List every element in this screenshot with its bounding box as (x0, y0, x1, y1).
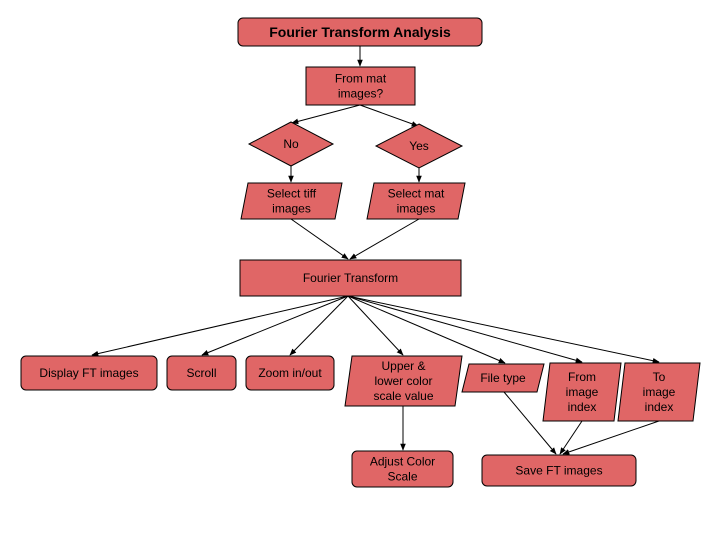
node-shape (240, 182, 343, 220)
node-label: index (568, 400, 597, 414)
node-label: Select tiff (267, 187, 317, 201)
node-no: No (247, 121, 335, 167)
edge-file_type-to-save (503, 391, 557, 455)
node-label: Yes (409, 139, 429, 153)
edges (91, 46, 660, 455)
node-save: Save FT images (481, 454, 637, 487)
node-shape (366, 182, 466, 220)
node-label: No (283, 137, 299, 151)
node-label: From (568, 370, 596, 384)
node-label: Select mat (388, 187, 445, 201)
node-shape (481, 454, 637, 487)
edge-ft-to-color_scale (347, 295, 404, 356)
node-label: Fourier Transform Analysis (269, 24, 451, 40)
node-title: Fourier Transform Analysis (237, 17, 483, 47)
node-label: Display FT images (39, 366, 138, 380)
edge-ft-to-from_index (347, 295, 583, 363)
edge-ft-to-file_type (347, 295, 506, 364)
edge-ft-to-display (91, 295, 349, 357)
node-label: image (643, 385, 676, 399)
edge-sel_mat-to-ft (349, 218, 420, 260)
node-label: Adjust Color (370, 455, 435, 469)
node-shape (542, 362, 622, 422)
node-label: Scale (387, 470, 417, 484)
node-scroll: Scroll (166, 355, 237, 391)
node-label: index (645, 400, 674, 414)
node-label: image (566, 385, 599, 399)
node-label: scale value (373, 389, 433, 403)
edge-ft-to-scroll (201, 295, 349, 356)
node-shape (237, 17, 483, 47)
node-label: images (272, 202, 311, 216)
node-label: Save FT images (515, 464, 602, 478)
node-shape (166, 355, 237, 391)
node-file-type: File type (461, 363, 545, 393)
edge-from_mat-to-no (291, 104, 361, 125)
node-label: Scroll (186, 366, 216, 380)
node-label: Zoom in/out (258, 366, 322, 380)
edge-from_mat-to-yes (359, 104, 419, 127)
node-shape (20, 355, 158, 391)
node-shape (617, 362, 701, 422)
edge-from_index-to-save (559, 420, 583, 455)
node-shape (351, 450, 454, 488)
node-label: Upper & (381, 359, 425, 373)
node-yes: Yes (374, 123, 464, 169)
node-label: Fourier Transform (303, 271, 398, 285)
node-shape (247, 121, 335, 167)
node-display: Display FT images (20, 355, 158, 391)
node-label: lower color (374, 374, 432, 388)
edge-sel_tiff-to-ft (290, 218, 349, 260)
node-shape (344, 355, 463, 407)
node-label: From mat (335, 72, 387, 86)
node-shape (239, 259, 462, 297)
node-ft: Fourier Transform (239, 259, 462, 297)
node-shape (461, 363, 545, 393)
edge-ft-to-zoom (289, 295, 349, 356)
node-label: File type (480, 371, 526, 385)
node-shape (305, 66, 416, 106)
node-shape (245, 355, 335, 391)
node-label: images (397, 202, 436, 216)
node-zoom: Zoom in/out (245, 355, 335, 391)
edge-ft-to-to_index (347, 295, 660, 364)
node-label: To (653, 370, 666, 384)
node-shape (374, 123, 464, 169)
node-label: images? (338, 87, 384, 101)
edge-to_index-to-save (562, 420, 660, 455)
